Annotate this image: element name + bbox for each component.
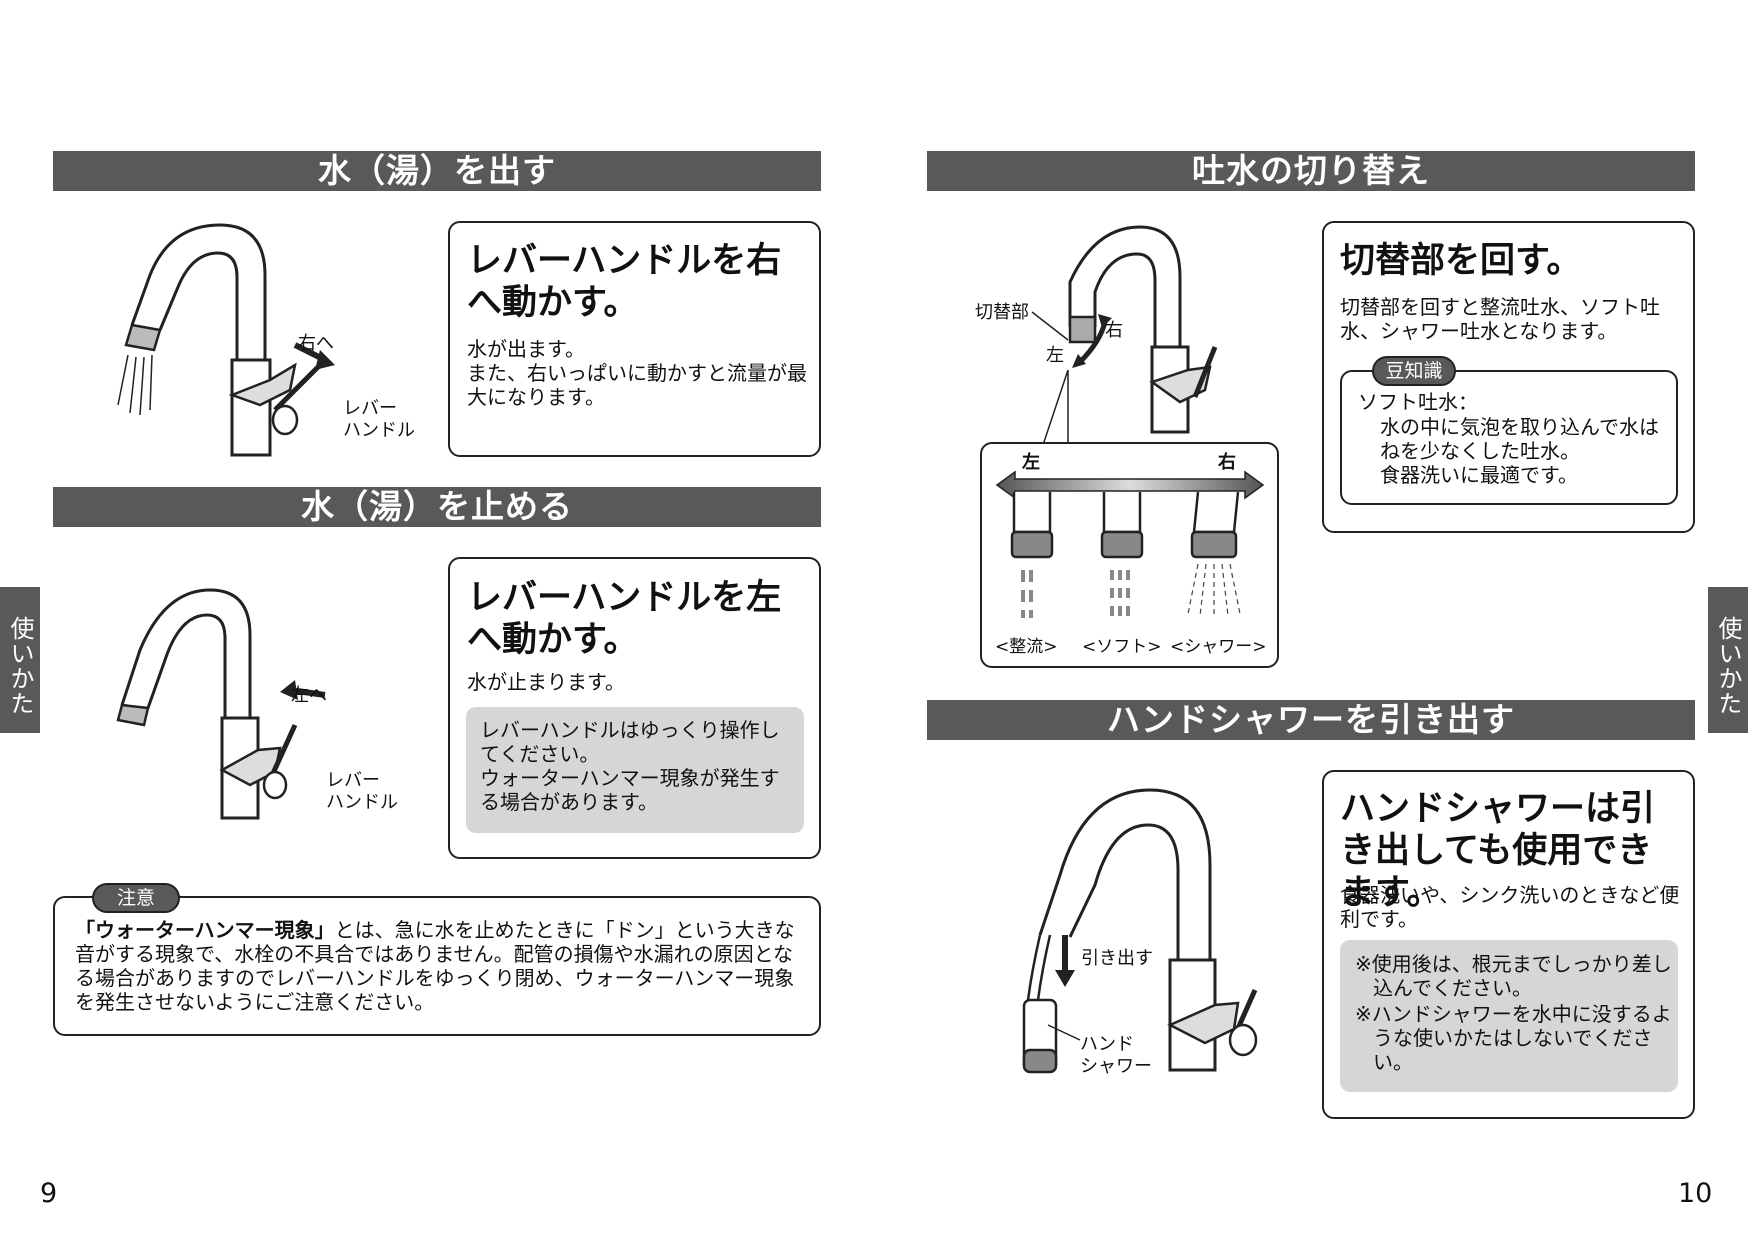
faucet-illustration-open	[117, 223, 335, 457]
caution-tag: 注意	[92, 883, 180, 913]
faucet-illustration-switch	[1068, 225, 1218, 434]
tip-title: ソフト吐水：	[1358, 390, 1478, 414]
label-hand-shower: ハンド シャワー	[1080, 1034, 1152, 1077]
instruction-title-dispense: レバーハンドルを右へ動かす。	[467, 241, 782, 323]
label-direction-right: 右へ	[298, 333, 334, 354]
mode-label-shower: <シャワー>	[1170, 637, 1267, 657]
usage-notes	[1340, 940, 1678, 1092]
label-lever-handle-2: レバー ハンドル	[326, 770, 398, 813]
caution-box	[53, 896, 821, 1036]
instruction-body-switch: 切替部を回すと整流吐水、ソフト吐水、シャワー吐水となります。	[1340, 295, 1660, 343]
operation-note-text: レバーハンドルはゆっくり操作してください。 ウォーターハンマー現象が発生する場合…	[480, 718, 780, 814]
instruction-body-handshower: 食器洗いや、シンク洗いのときなど便利です。	[1340, 883, 1680, 931]
instruction-box-dispense	[448, 221, 821, 457]
mode-label-soft: <ソフト>	[1082, 637, 1162, 657]
mode-label-laminar: <整流>	[995, 637, 1058, 657]
usage-note-2: ※ハンドシャワーを水中に没するような使いかたはしないでください。	[1355, 1002, 1672, 1074]
faucet-illustration-handshower	[1022, 788, 1258, 1074]
spray-heads	[1010, 492, 1241, 618]
tip-tag: 豆知識	[1372, 356, 1456, 386]
page-number-right: 10	[1678, 1178, 1713, 1209]
operation-note	[466, 707, 804, 833]
instruction-title-switch: 切替部を回す。	[1340, 241, 1582, 281]
page-number-left: 9	[40, 1178, 58, 1209]
inset-label-right: 右	[1218, 452, 1236, 473]
instruction-title-handshower: ハンドシャワーは引き出しても使用できます。	[1340, 789, 1656, 913]
label-switch-part: 切替部	[975, 302, 1029, 323]
faucet-illustration-close	[116, 588, 326, 820]
instruction-body-dispense: 水が出ます。 また、右いっぱいに動かすと流量が最大になります。	[467, 337, 807, 409]
instruction-body-stop: 水が止まります。	[467, 670, 625, 694]
heading-spray-switch: 吐水の切り替え	[927, 151, 1695, 191]
caution-body: とは、急に水を止めたときに「ドン」という大きな音がする現象で、水栓の不具合ではあ…	[75, 918, 795, 1014]
label-direction-left: 左へ	[291, 685, 327, 706]
label-lever-handle: レバー ハンドル	[343, 398, 415, 441]
usage-note-1: ※使用後は、根元までしっかり差し込んでください。	[1355, 952, 1672, 1000]
tip-body: 水の中に気泡を取り込んで水はねを少なくした吐水。 食器洗いに最適です。	[1380, 415, 1659, 487]
side-tab-right: 使いかた	[1708, 587, 1748, 733]
label-rotate-left: 左	[1046, 345, 1064, 366]
heading-stop-water: 水（湯）を止める	[53, 487, 821, 527]
heading-dispense-water: 水（湯）を出す	[53, 151, 821, 191]
caution-text: 「ウォーターハンマー現象」とは、急に水を止めたときに「ドン」という大きな音がする…	[75, 918, 800, 1014]
heading-pull-out-shower: ハンドシャワーを引き出す	[927, 700, 1695, 740]
label-rotate-right: 右	[1105, 320, 1123, 341]
inset-label-left: 左	[1022, 452, 1040, 473]
caution-term: 「ウォーターハンマー現象」	[75, 918, 335, 942]
label-pull-out: 引き出す	[1081, 948, 1153, 969]
instruction-title-stop: レバーハンドルを左へ動かす。	[467, 578, 782, 660]
tip-box	[1340, 370, 1678, 505]
side-tab-left: 使いかた	[0, 587, 40, 733]
pointer-lines	[1031, 311, 1069, 449]
